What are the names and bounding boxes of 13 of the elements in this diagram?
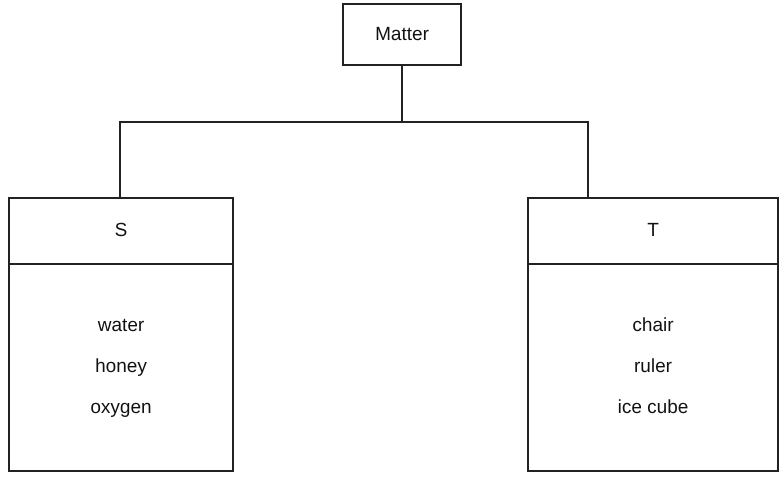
example-item: oxygen (90, 397, 152, 419)
example-item: ice cube (618, 397, 688, 419)
example-item: water (98, 315, 144, 337)
category-box (342, 3, 462, 66)
category-heading: T (647, 220, 659, 242)
category-label: Matter (375, 24, 429, 46)
connector-line (401, 66, 589, 197)
category-panel (527, 197, 779, 472)
category-heading: S (114, 220, 128, 242)
example-item: ruler (634, 356, 672, 378)
category-panel (8, 197, 234, 472)
example-item: chair (632, 315, 674, 337)
example-item: honey (95, 356, 147, 378)
